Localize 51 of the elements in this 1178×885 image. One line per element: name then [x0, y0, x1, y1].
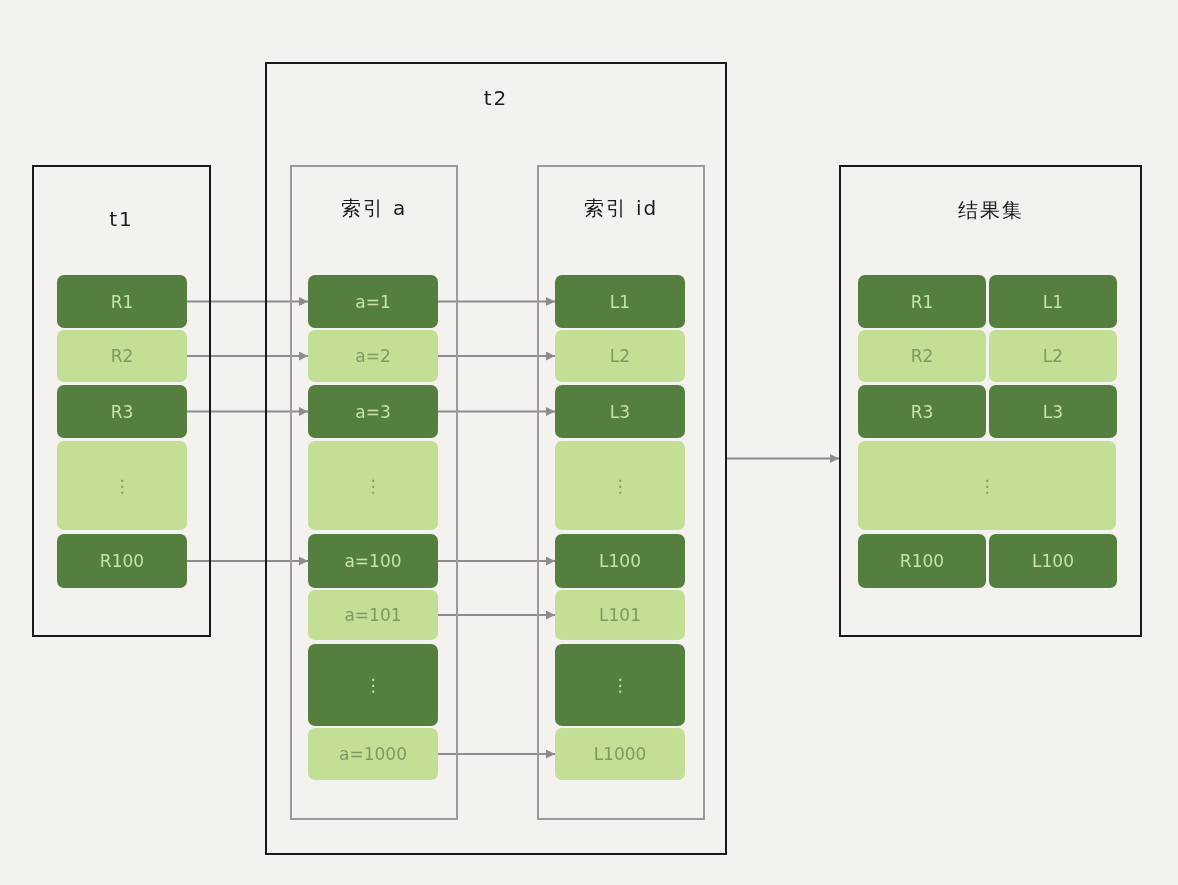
record-cell: ⋮	[858, 441, 1116, 530]
arrow	[437, 610, 556, 620]
box-title: t1	[109, 207, 134, 231]
record-cell: a=1	[308, 275, 438, 328]
record-cell: L1	[989, 275, 1117, 328]
record-cell: R100	[858, 534, 986, 588]
index-panel	[537, 165, 705, 820]
record-cell: L1	[555, 275, 685, 328]
table-box	[839, 165, 1142, 637]
record-cell: ⋮	[308, 441, 438, 530]
arrow	[186, 407, 309, 416]
box-title: 索引 a	[340, 195, 408, 222]
record-cell: L1000	[555, 728, 685, 780]
record-cell: L3	[555, 385, 685, 438]
arrow	[437, 351, 556, 361]
record-cell: a=2	[308, 330, 438, 382]
record-cell: L3	[989, 385, 1117, 438]
record-cell: L2	[989, 330, 1117, 382]
record-cell: a=1000	[308, 728, 438, 780]
record-cell: ⋮	[308, 644, 438, 726]
box-title: t2	[483, 86, 509, 110]
record-cell: R100	[57, 534, 187, 588]
arrow	[437, 556, 556, 566]
record-cell: ⋮	[555, 441, 685, 530]
record-cell: ⋮	[555, 644, 685, 726]
record-cell: R1	[57, 275, 187, 328]
record-cell: R2	[57, 330, 187, 382]
arrow	[437, 407, 556, 416]
record-cell: L2	[555, 330, 685, 382]
record-cell: R3	[858, 385, 986, 438]
index-panel	[290, 165, 458, 820]
arrow	[726, 454, 840, 463]
table-box	[265, 62, 727, 855]
record-cell: ⋮	[57, 441, 187, 530]
record-cell: L101	[555, 590, 685, 640]
arrow	[186, 351, 309, 361]
arrow	[186, 556, 309, 566]
record-cell: a=100	[308, 534, 438, 588]
arrow	[186, 297, 309, 306]
arrow	[437, 749, 556, 759]
record-cell: a=101	[308, 590, 438, 640]
arrow	[437, 297, 556, 306]
record-cell: R2	[858, 330, 986, 382]
record-cell: a=3	[308, 385, 438, 438]
record-cell: L100	[555, 534, 685, 588]
table-box	[32, 165, 211, 637]
box-title: 索引 id	[583, 195, 659, 222]
record-cell: L100	[989, 534, 1117, 588]
box-title: 结果集	[957, 197, 1024, 224]
record-cell: R1	[858, 275, 986, 328]
record-cell: R3	[57, 385, 187, 438]
